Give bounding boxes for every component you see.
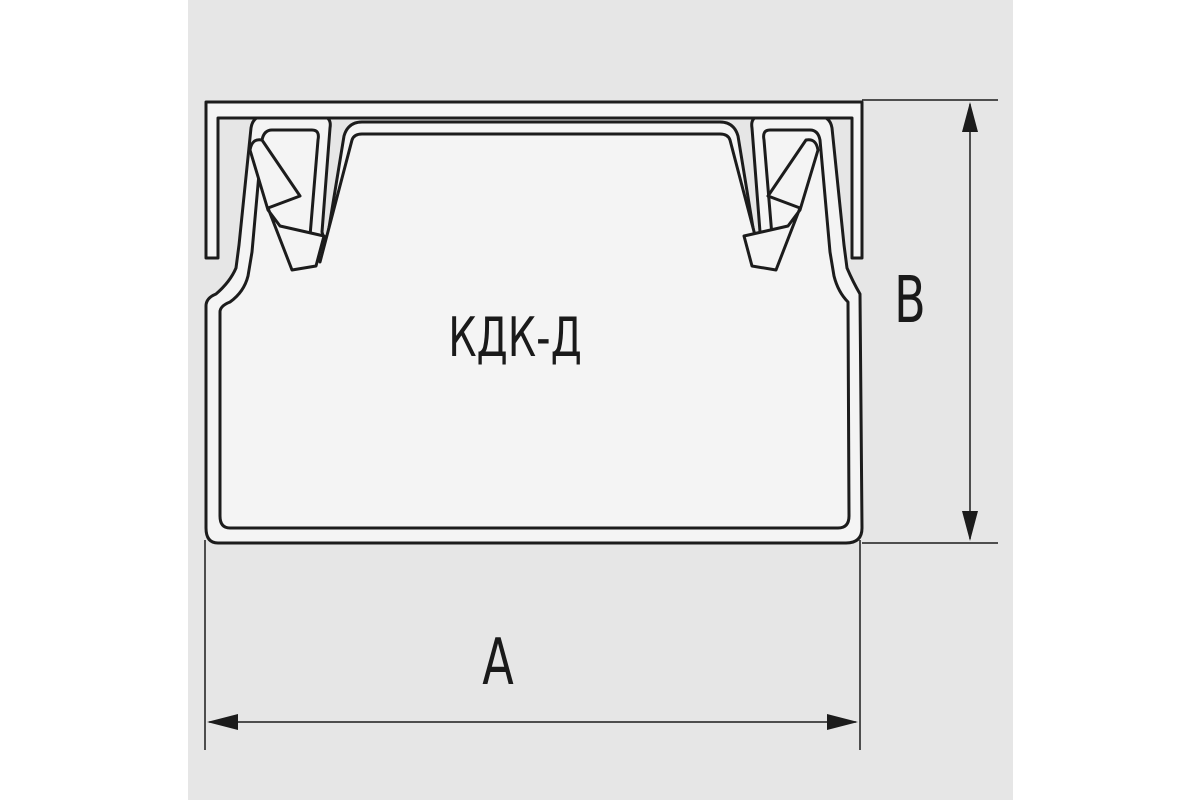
dim-b-arrow-top (962, 102, 978, 132)
channel-base-inner (218, 128, 851, 530)
lid-latch-right (742, 138, 820, 272)
lid-latch-left (248, 138, 326, 272)
product-label: КДК-Д (448, 307, 582, 370)
dimension-height-label: B (894, 263, 926, 338)
dim-a-arrow-left (207, 714, 238, 730)
dim-a-arrow-right (827, 714, 858, 730)
dim-b-arrow-bottom (962, 511, 978, 541)
dimension-width-label: A (482, 625, 514, 700)
channel-lid (204, 100, 864, 260)
